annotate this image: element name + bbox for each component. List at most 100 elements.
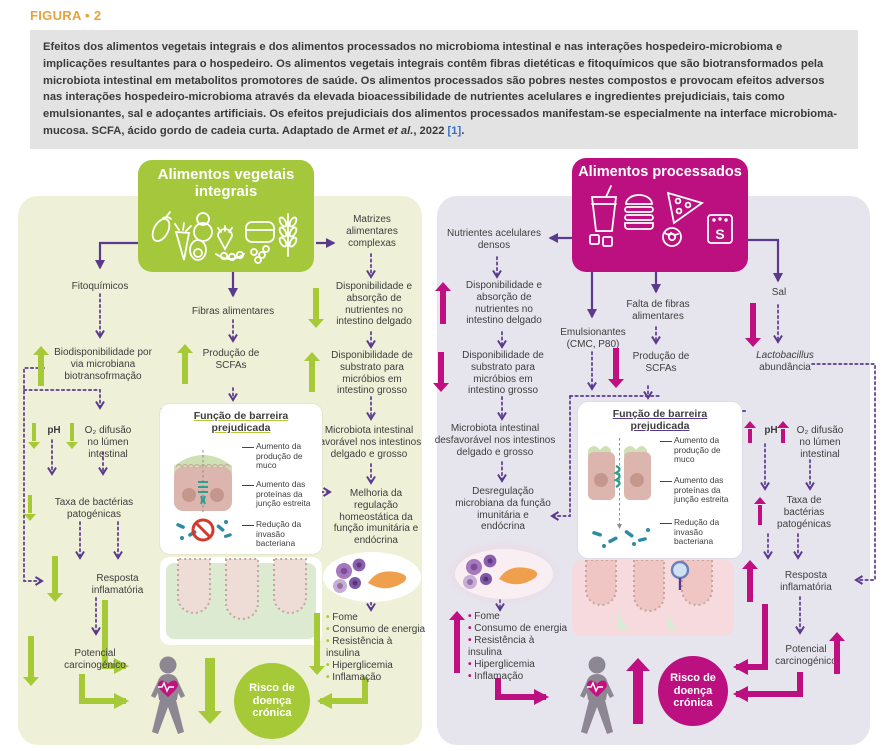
increase-arrow-scfas-left <box>176 344 194 384</box>
decrease-arrow-o2-left <box>66 423 78 449</box>
increase-arrow-effects-right <box>448 611 466 673</box>
figure-label: FIGURA • 2 <box>30 8 102 23</box>
carrot-icon <box>174 222 192 261</box>
node-desregulacao: Desregulação microbiana da função imunit… <box>455 486 551 533</box>
caption-body: Efeitos dos alimentos vegetais integrais… <box>43 41 837 137</box>
barrier-box-title-left: Função de barreira prejudicada <box>193 410 289 434</box>
node-melhoria-regulacao: Melhoria da regulação homeostática da fu… <box>333 488 419 547</box>
list-item: Fome <box>326 612 426 624</box>
salt-letter: S <box>715 226 724 242</box>
effects-list-left: Fome Consumo de energia Resistência à in… <box>326 612 426 684</box>
node-o2-left: O₂ difusão no lúmen intestinal <box>84 425 132 460</box>
strawberry-icon <box>217 225 233 251</box>
processed-foods-header: Alimentos processados S <box>572 158 748 272</box>
whole-plant-foods-icons <box>151 211 298 264</box>
big-increase-arrow-right <box>625 658 651 724</box>
decrease-arrow-ph-left <box>28 423 40 449</box>
eggplant-icon <box>151 211 172 242</box>
increase-arrow-potencial-right <box>828 632 846 674</box>
node-nutrientes-acelulares: Nutrientes acelulares densos <box>447 228 541 251</box>
decrease-arrow-lactobacillus <box>744 303 762 347</box>
person-figure-left <box>151 656 185 734</box>
node-matrizes-alimentares: Matrizes alimentares complexas <box>346 214 398 249</box>
list-item: Inflamação <box>326 672 426 684</box>
node-resposta-inflamatoria-left: Resposta inflamatória <box>91 573 144 596</box>
caption-reference-link[interactable]: [1] <box>447 124 462 137</box>
node-o2-right: O₂ difusão no lúmen intestinal <box>796 425 844 460</box>
sugar-cubes-icon <box>589 234 613 247</box>
list-item: Consumo de energia <box>468 623 568 635</box>
decrease-arrow-potencial-left <box>22 636 40 686</box>
chronic-disease-risk-left: Risco de doença crónica <box>234 663 310 739</box>
decrease-arrow-taxa-left <box>24 495 36 521</box>
donut-icon <box>662 227 682 247</box>
node-disponibilidade-substrato-left: Disponibilidade de substrato para micrób… <box>331 350 413 397</box>
decrease-arrow-disponibilidade-left <box>307 288 325 328</box>
soda-cup-icon <box>590 185 618 232</box>
node-potencial-carcinogenico-right: Potencial carcinogénico <box>775 644 837 667</box>
node-disponibilidade-absorcao-left: Disponibilidade e absorção de nutrientes… <box>335 281 413 328</box>
increase-arrow-substrato-left <box>303 352 321 392</box>
node-potencial-carcinogenico-left: Potencial carcinogénico <box>64 648 126 671</box>
node-ph-left: pH <box>47 425 61 436</box>
increase-arrow-taxa-right <box>754 497 766 525</box>
big-decrease-arrow-left <box>197 658 223 724</box>
decrease-arrow-effects-left <box>308 613 326 675</box>
barrier-label-muco-right: Aumento da produção de muco <box>660 435 738 465</box>
chronic-disease-risk-right: Risco de doença crónica <box>658 656 728 726</box>
node-ph-right: pH <box>764 425 778 436</box>
node-producao-scfas-right: Produção de SCFAs <box>632 351 690 374</box>
node-falta-fibras: Falta de fibras alimentares <box>626 299 690 322</box>
barrier-label-invasao-left: Redução da invasão bacteriana <box>242 519 318 549</box>
caption-year: , 2022 <box>413 124 448 137</box>
figure-caption: Efeitos dos alimentos vegetais integrais… <box>30 30 858 149</box>
list-item: Fome <box>468 611 568 623</box>
intestinal-villi-illustration-left <box>160 557 322 645</box>
wheat-icon <box>278 213 298 257</box>
decrease-arrow-resposta-left <box>46 556 64 602</box>
person-figure-right <box>580 656 614 734</box>
node-resposta-inflamatoria-right: Resposta inflamatória <box>780 570 832 593</box>
barrier-function-box-right: Função de barreira prejudicada <box>578 402 742 558</box>
burger-icon <box>624 194 654 230</box>
intestinal-villi-illustration-right <box>572 560 734 636</box>
pear-icon <box>193 212 213 242</box>
processed-foods-title: Alimentos processados <box>578 164 742 180</box>
list-item: Resistência à insulina <box>326 636 426 660</box>
bread-icon <box>245 221 275 243</box>
barrier-function-box-left: Função de barreira prejudicada Aumento <box>160 404 322 554</box>
magnifier-icon <box>670 560 690 590</box>
node-fitoquimicos: Fitoquímicos <box>71 281 129 292</box>
node-microbiota-desfavoravel: Microbiota intestinal desfavorável nos i… <box>434 423 556 458</box>
epithelium-illustration-right <box>588 438 651 548</box>
list-item: Resistência à insulina <box>468 635 568 659</box>
increase-arrow-ph-right <box>744 421 756 443</box>
node-taxa-bacterias-left: Taxa de bactérias patogénicas <box>54 497 134 520</box>
whole-plant-foods-header: Alimentos vegetais integrais <box>138 160 314 272</box>
node-emulsionantes: Emulsionantes (CMC, P80) <box>560 327 626 350</box>
list-item: Inflamação <box>468 671 568 683</box>
barrier-label-juncao-left: Aumento das proteínas da junção estreita <box>242 479 320 509</box>
node-producao-scfas-left: Produção de SCFAs <box>202 348 260 371</box>
increase-arrow-o2-right <box>777 421 789 443</box>
processed-foods-icons: S <box>589 185 733 247</box>
node-taxa-bacterias-right: Taxa de bactérias patogénicas <box>777 495 831 530</box>
barrier-label-invasao-right: Redução da invasão bacteriana <box>660 517 738 547</box>
effects-list-right: Fome Consumo de energia Resistência à in… <box>468 611 568 683</box>
decrease-arrow-scfas-right <box>607 348 625 388</box>
barrier-label-juncao-right: Aumento das proteínas da junção estreita <box>660 475 740 505</box>
increase-arrow-resposta-right <box>741 560 759 602</box>
avocado-icon <box>189 239 207 261</box>
decrease-arrow-substrato-right <box>432 352 450 392</box>
list-item: Hiperglicemia <box>468 659 568 671</box>
list-item: Hiperglicemia <box>326 660 426 672</box>
increase-arrow-biodisponibilidade <box>32 346 50 386</box>
immune-cells-pancreas-right <box>455 549 553 599</box>
barrier-label-muco-left: Aumento da produção de muco <box>242 441 318 471</box>
caption-etal: et al. <box>387 124 414 137</box>
node-sal: Sal <box>771 287 787 298</box>
node-biodisponibilidade: Biodisponibilidade por via microbiana bi… <box>54 347 152 382</box>
grains-icon <box>250 245 270 264</box>
